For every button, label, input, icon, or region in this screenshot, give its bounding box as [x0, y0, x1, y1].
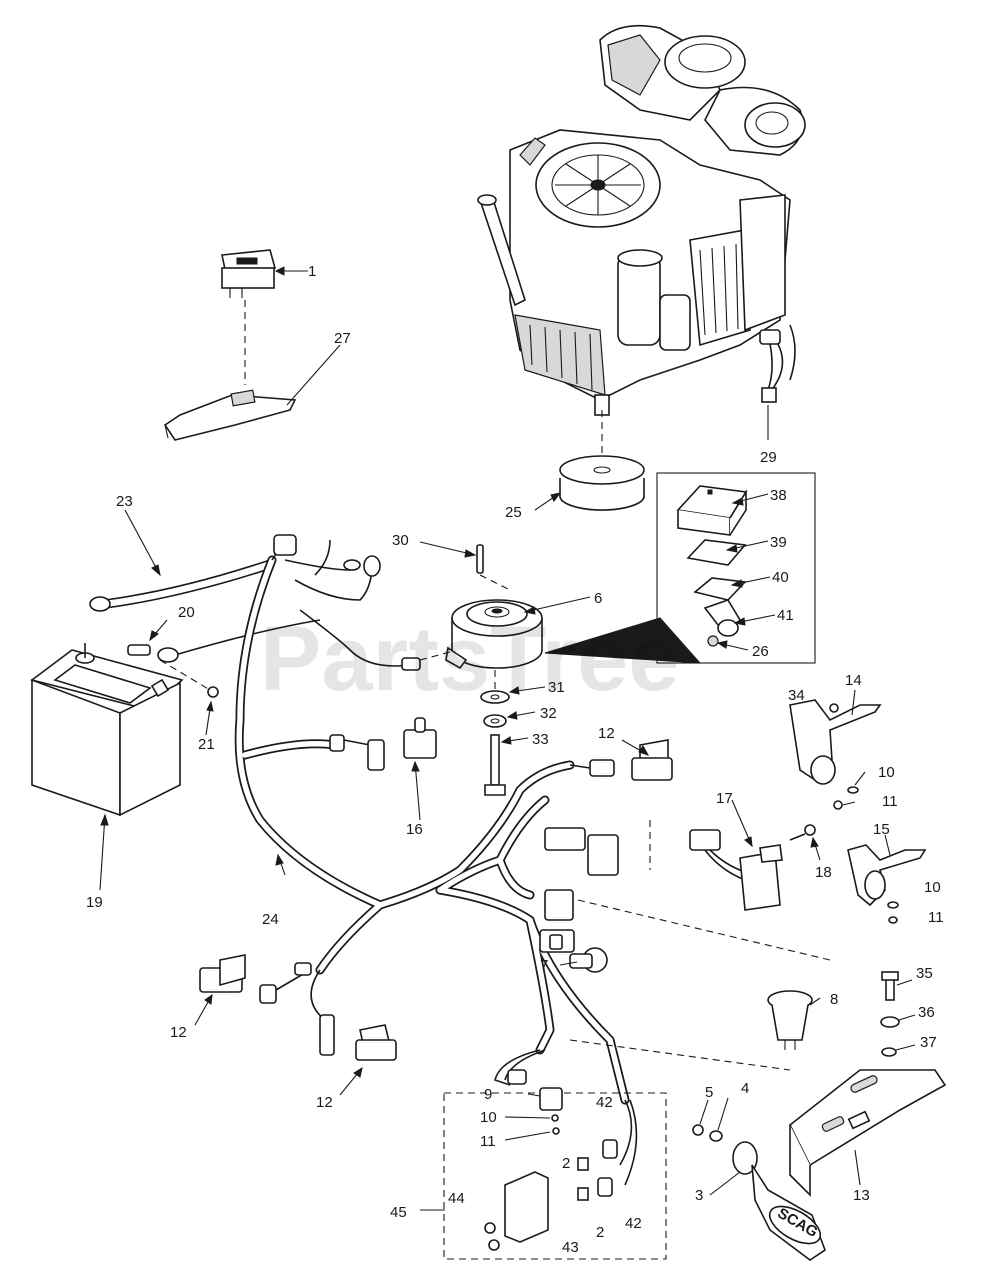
callout-34: 34 [788, 687, 805, 704]
callout-8: 8 [830, 991, 838, 1008]
part-16-switch [329, 717, 437, 821]
callout-11-c: 11 [480, 1133, 496, 1150]
callout-20: 20 [178, 604, 195, 621]
callout-10-b: 10 [924, 879, 941, 896]
callout-17: 17 [716, 790, 733, 807]
callout-12-a: 12 [598, 725, 615, 742]
callout-43: 43 [562, 1239, 579, 1256]
part-6-pto-clutch [445, 596, 591, 670]
watermark-text: PartsTree [260, 608, 679, 710]
callout-2-b: 2 [596, 1224, 604, 1241]
callout-40: 40 [772, 569, 789, 586]
part-30-pin [419, 541, 511, 591]
callout-33: 33 [532, 731, 549, 748]
callout-10-c: 10 [480, 1109, 497, 1126]
clutch-bolt-stack [480, 670, 546, 796]
callout-24: 24 [262, 911, 279, 928]
part-8-light [767, 990, 821, 1050]
callout-3: 3 [695, 1187, 703, 1204]
part-25-pulley [534, 455, 645, 511]
callout-27: 27 [334, 330, 351, 347]
callout-11-b: 11 [928, 909, 944, 926]
ignition-module-group [420, 1049, 667, 1260]
callout-5: 5 [705, 1084, 713, 1101]
callout-26: 26 [752, 643, 769, 660]
callout-25: 25 [505, 504, 522, 521]
callout-13: 13 [853, 1187, 870, 1204]
callout-9: 9 [484, 1086, 492, 1103]
callout-15: 15 [873, 821, 890, 838]
part-29-pigtail [759, 324, 796, 440]
part-3-ignition-key [692, 1097, 826, 1261]
callout-32: 32 [540, 705, 557, 722]
part-27-bracket [163, 344, 341, 441]
callout-12-b: 12 [170, 1024, 187, 1041]
callout-39: 39 [770, 534, 787, 551]
harness-connectors [539, 820, 831, 1071]
part-13-bracket [788, 1069, 947, 1197]
callout-16: 16 [406, 821, 423, 838]
callout-10-a: 10 [878, 764, 895, 781]
part-17-regulator [689, 799, 783, 911]
callout-38: 38 [770, 487, 787, 504]
callout-37: 37 [920, 1034, 937, 1051]
part-1-switch [221, 249, 308, 385]
part-14-interlock-switch [789, 689, 882, 810]
clutch-hardware-inset [544, 472, 816, 664]
callout-30: 30 [392, 532, 409, 549]
callout-35: 35 [916, 965, 933, 982]
callout-6: 6 [594, 590, 602, 607]
part-12-switch-top [569, 739, 673, 781]
part-19-battery [30, 643, 184, 891]
callout-23: 23 [116, 493, 133, 510]
callout-21: 21 [198, 736, 215, 753]
callout-19: 19 [86, 894, 103, 911]
callout-14: 14 [845, 672, 862, 689]
callout-7: 7 [540, 957, 548, 974]
callout-18: 18 [815, 864, 832, 881]
callout-36: 36 [918, 1004, 935, 1021]
callout-1: 1 [308, 263, 316, 280]
callout-12-c: 12 [316, 1094, 333, 1111]
battery-cables [89, 509, 321, 736]
callout-41: 41 [777, 607, 794, 624]
part-15-interlock-switch [847, 834, 927, 924]
callout-44: 44 [448, 1190, 465, 1207]
part-12-switch-left [194, 954, 312, 1026]
callout-4: 4 [741, 1080, 749, 1097]
callout-11-a: 11 [882, 793, 898, 810]
callout-31: 31 [548, 679, 565, 696]
part-7-sensor [559, 947, 608, 973]
callout-45: 45 [390, 1204, 407, 1221]
engine-assembly [477, 24, 806, 455]
bracket-hardware [880, 971, 916, 1057]
part-18-screw [789, 824, 821, 861]
callout-2-a: 2 [562, 1155, 570, 1172]
callout-42-a: 42 [596, 1094, 613, 1111]
part-12-switch-bottom [310, 969, 397, 1096]
callout-42-b: 42 [625, 1215, 642, 1232]
callout-29: 29 [760, 449, 777, 466]
